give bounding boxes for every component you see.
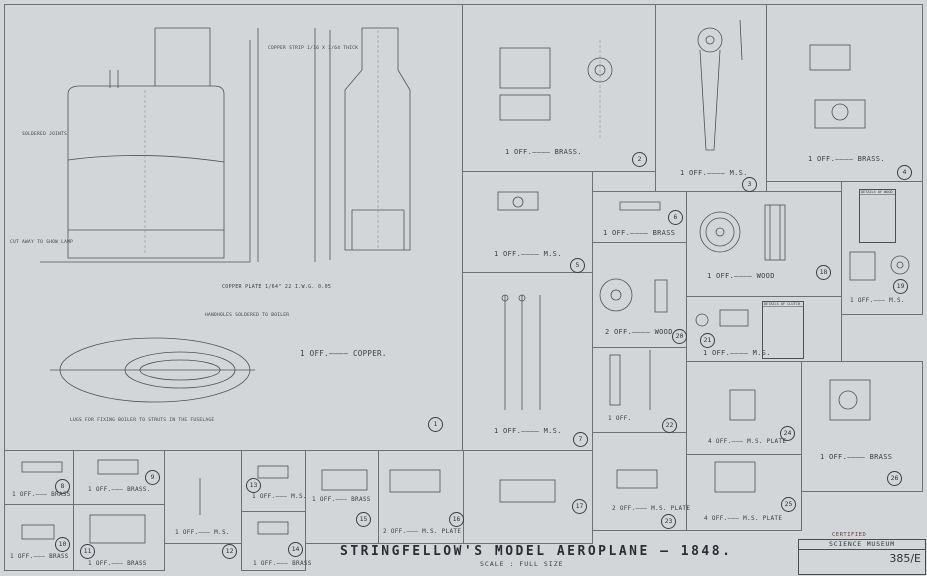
panel-17	[463, 450, 593, 544]
note-copper-strip: COPPER STRIP 1/16 X 1/64 THICK	[268, 46, 359, 51]
part-number-23: 23	[661, 514, 676, 529]
part-label-26: 1 OFF.———— BRASS	[820, 453, 893, 461]
part-number-12: 12	[222, 544, 237, 559]
part-label-11: 1 OFF.——— BRASS	[88, 560, 147, 567]
part-number-15: 15	[356, 512, 371, 527]
part-label-23: 2 OFF.——— M.S. PLATE	[612, 505, 691, 512]
sheet-title: STRINGFELLOW'S MODEL AEROPLANE — 1848.	[340, 544, 733, 559]
part-number-4: 4	[897, 165, 912, 180]
part-label-7: 1 OFF.———— M.S.	[494, 427, 562, 435]
panel-7	[462, 272, 593, 451]
main-part-label: 1 OFF.———— COPPER.	[300, 349, 387, 358]
wood-table-title: DETAILS OF WOOD	[860, 190, 895, 195]
part-label-5: 1 OFF.———— M.S.	[494, 250, 562, 258]
part-number-21: 21	[700, 333, 715, 348]
part-label-20: 2 OFF.———— WOOD	[605, 328, 673, 336]
panel-18	[686, 191, 842, 297]
part-number-8: 8	[55, 479, 70, 494]
clutch-table-title: DETAILS OF CLUTCH	[763, 302, 803, 307]
part-label-19: 1 OFF.——— M.S.	[850, 297, 905, 304]
part-label-10: 1 OFF.——— BRASS	[10, 553, 69, 560]
part-label-16: 2 OFF.——— M.S. PLATE	[383, 528, 462, 535]
certified-mark: CERTIFIED	[832, 532, 867, 538]
part-label-9: 1 OFF.——— BRASS.	[88, 486, 151, 493]
part-number-20: 20	[672, 329, 687, 344]
part-number-17: 17	[572, 499, 587, 514]
panel-main	[4, 4, 463, 451]
part-label-22: 1 OFF.	[608, 415, 632, 422]
wood-details-table: DETAILS OF WOOD	[859, 189, 896, 243]
part-number-11: 11	[80, 544, 95, 559]
sheet-scale: SCALE : FULL SIZE	[480, 560, 564, 568]
drawing-number: 385/E	[889, 552, 921, 565]
part-label-2: 1 OFF.———— BRASS.	[505, 148, 582, 156]
part-number-25: 25	[781, 497, 796, 512]
part-label-3: 1 OFF.———— M.S.	[680, 169, 748, 177]
panel-25	[686, 454, 802, 531]
part-label-15: 1 OFF.——— BRASS	[312, 496, 371, 503]
part-label-4: 1 OFF.———— BRASS.	[808, 155, 885, 163]
panel-26	[801, 361, 923, 492]
part-number-26: 26	[887, 471, 902, 486]
note-lugs: LUGS FOR FIXING BOILER TO STRUTS IN THE …	[70, 418, 215, 423]
panel-19	[841, 181, 923, 315]
part-number-5: 5	[570, 258, 585, 273]
part-label-21: 1 OFF.———— M.S.	[703, 349, 771, 357]
part-number-6: 6	[668, 210, 683, 225]
part-number-22: 22	[662, 418, 677, 433]
part-number-16: 16	[449, 512, 464, 527]
part-label-18: 1 OFF.———— WOOD	[707, 272, 775, 280]
note-handholes: HANDHOLES SOLDERED TO BOILER	[205, 313, 290, 318]
panel-2	[462, 4, 656, 172]
part-number-1: 1	[428, 417, 443, 432]
clutch-details-table: DETAILS OF CLUTCH	[762, 301, 804, 359]
part-number-2: 2	[632, 152, 647, 167]
part-number-14: 14	[288, 542, 303, 557]
museum-name: SCIENCE MUSEUM	[799, 540, 925, 550]
part-label-13: 1 OFF.——— M.S.	[252, 493, 307, 500]
title-block: SCIENCE MUSEUM 385/E	[798, 539, 926, 575]
part-number-7: 7	[573, 432, 588, 447]
part-number-10: 10	[55, 537, 70, 552]
part-label-12: 1 OFF.——— M.S.	[175, 529, 230, 536]
note-copper-plate: COPPER PLATE 1/64" 22 I.W.G. 0.05	[222, 284, 332, 290]
note-cut-away: CUT AWAY TO SHOW LAMP	[10, 240, 74, 245]
part-number-13: 13	[246, 478, 261, 493]
note-soldered: SOLDERED JOINTS	[22, 132, 68, 137]
part-number-19: 19	[893, 279, 908, 294]
part-number-18: 18	[816, 265, 831, 280]
part-label-25: 4 OFF.——— M.S. PLATE	[704, 515, 783, 522]
part-label-8: 1 OFF.——— BRASS	[12, 491, 71, 498]
part-label-14: 1 OFF.——— BRASS	[253, 560, 312, 567]
part-number-9: 9	[145, 470, 160, 485]
part-number-24: 24	[780, 426, 795, 441]
panel-3	[655, 4, 767, 192]
part-label-24: 4 OFF.——— M.S. PLATE	[708, 438, 787, 445]
part-label-6: 1 OFF.———— BRASS	[603, 229, 676, 237]
part-number-3: 3	[742, 177, 757, 192]
